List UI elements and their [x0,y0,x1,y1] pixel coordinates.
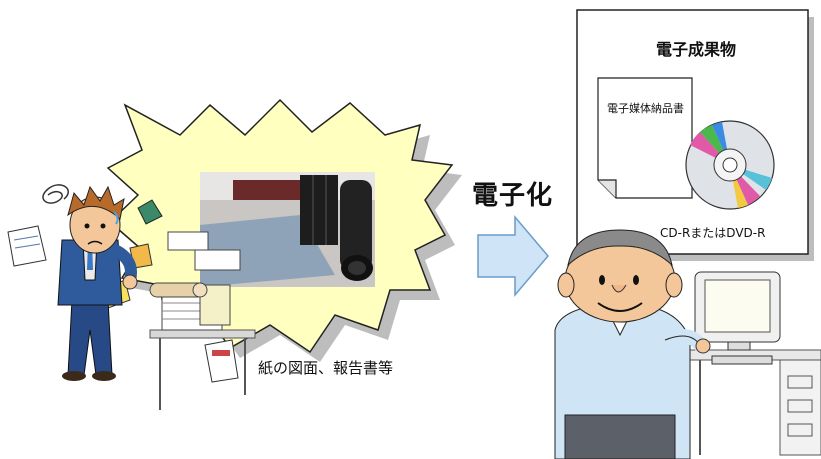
happy-man-illustration [554,229,821,459]
paper-documents-caption: 紙の図面、報告書等 [258,359,394,377]
delivery-document-label: 電子媒体納品書 [607,102,684,115]
media-label: CD-RまたはDVD-R [660,226,766,240]
stressed-man-illustration [7,184,256,410]
digitization-label: 電子化 [472,181,554,211]
conversion-arrow [477,214,549,298]
electronic-deliverables-title: 電子成果物 [656,40,737,59]
delivery-document-sheet [597,77,693,199]
cd-disc-icon [685,120,775,210]
